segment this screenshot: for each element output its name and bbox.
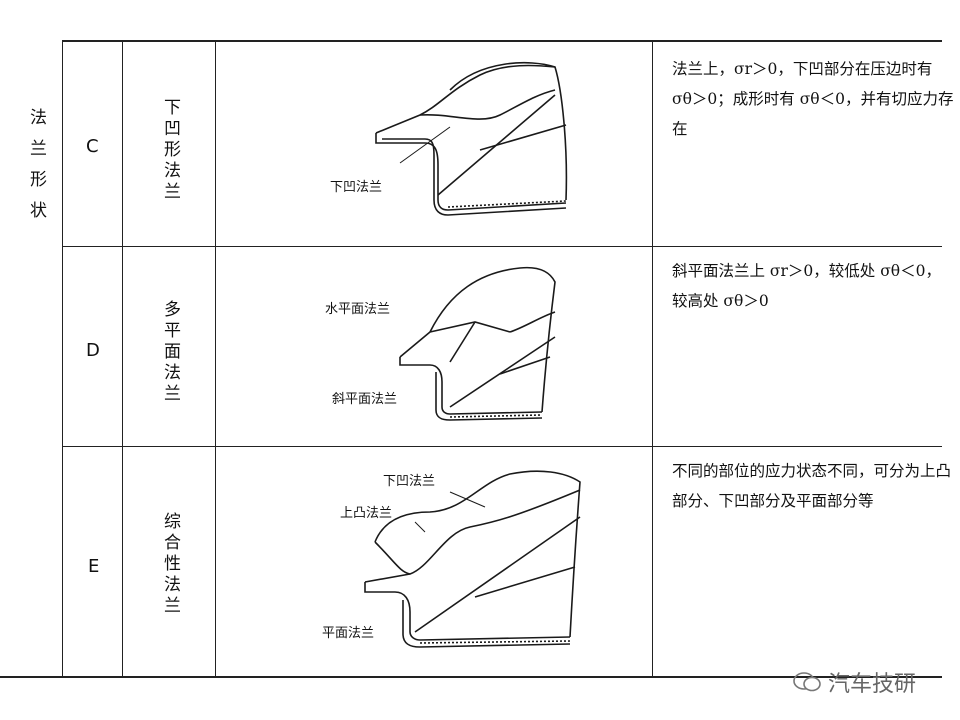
- table-top-border: [62, 40, 942, 42]
- row-name-d: 多平面法兰: [160, 300, 180, 405]
- row-id-d: D: [86, 340, 100, 361]
- callout-inclined-plane-flange: 斜平面法兰: [332, 392, 398, 407]
- row-description-c: 法兰上，σr＞0，下凹部分在压边时有 σθ＞0；成形时有 σθ＜0，并有切应力存…: [672, 60, 954, 138]
- table-bottom-border: [0, 676, 942, 678]
- figure-composite-flange: [364, 470, 581, 648]
- wechat-logo-icon: [793, 672, 821, 692]
- row-id-c: C: [86, 136, 99, 157]
- callout-horizontal-plane-flange: 水平面法兰: [325, 302, 391, 317]
- callout-composite-concave-flange: 下凹法兰: [383, 474, 436, 489]
- callout-composite-convex-flange: 上凸法兰: [340, 506, 393, 521]
- figure-multi-plane-flange: [399, 266, 556, 421]
- column-divider-4: [652, 40, 653, 676]
- callout-concave-flange: 下凹法兰: [330, 180, 383, 195]
- row-divider-2: [62, 446, 942, 447]
- row-name-c: 下凹形法兰: [160, 98, 180, 203]
- row-id-e: E: [88, 556, 100, 577]
- row-name-e: 综合性法兰: [160, 512, 180, 617]
- column-divider-1: [62, 40, 63, 676]
- row-description-d: 斜平面法兰上 σr＞0，较低处 σθ＜0，较高处 σθ＞0: [672, 262, 941, 310]
- row-divider-1: [62, 246, 942, 247]
- category-label: 法兰形状: [26, 108, 46, 232]
- column-divider-2: [122, 40, 123, 676]
- column-divider-3: [215, 40, 216, 676]
- callout-composite-plane-flange: 平面法兰: [322, 626, 375, 641]
- watermark-text: 汽车技研: [828, 672, 917, 697]
- figure-concave-flange: [375, 62, 568, 216]
- row-description-e: 不同的部位的应力状态不同，可分为上凸部分、下凹部分及平面部分等: [672, 462, 952, 510]
